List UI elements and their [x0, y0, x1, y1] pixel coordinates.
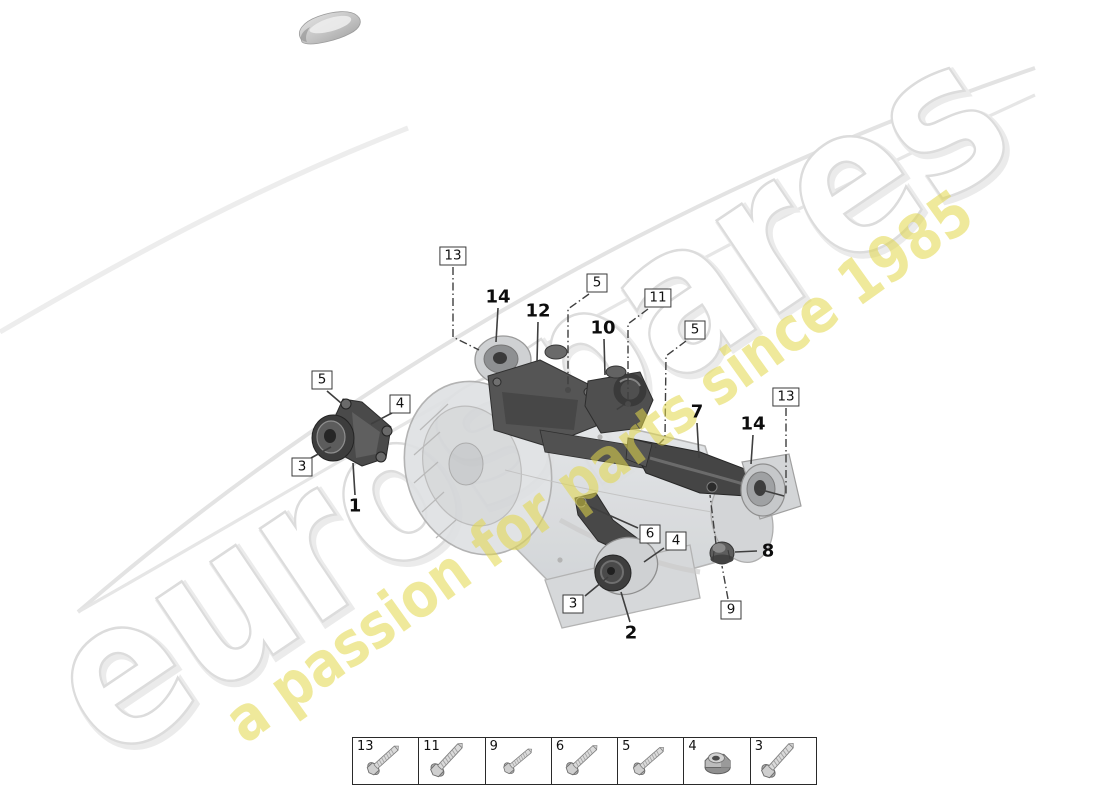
callout-box-3-left[interactable]: 3: [291, 457, 313, 477]
legend-cell-13[interactable]: 13: [353, 738, 420, 784]
legend-item-number: 9: [489, 739, 498, 754]
legend-cell-6[interactable]: 6: [552, 738, 619, 784]
callout-part-2[interactable]: 2: [624, 622, 638, 644]
nut-icon: [704, 752, 732, 775]
legend-item-number: 3: [754, 739, 763, 754]
bolt-icon: [363, 740, 404, 779]
legend-cell-11[interactable]: 11: [419, 738, 486, 784]
leader-lines: [310, 267, 787, 623]
legend-cell-9[interactable]: 9: [486, 738, 552, 784]
legend-item-number: 4: [688, 739, 697, 754]
bolt-long-icon: [757, 738, 800, 782]
dome-nut-part-8: [709, 541, 735, 565]
callout-part-8[interactable]: 8: [761, 540, 775, 562]
callout-part-14-left[interactable]: 14: [485, 286, 511, 308]
bolt-short-icon: [500, 744, 536, 777]
callout-box-5-right[interactable]: 5: [684, 320, 706, 340]
callout-box-4-bottom[interactable]: 4: [665, 531, 687, 551]
legend-item-number: 5: [622, 739, 631, 754]
bolt-icon: [562, 740, 603, 779]
callout-box-9[interactable]: 9: [720, 600, 742, 620]
bracket-part-12: [487, 344, 597, 447]
callout-box-4-left[interactable]: 4: [389, 394, 411, 414]
callout-part-7[interactable]: 7: [690, 401, 704, 423]
mount-part-14-right: [740, 453, 802, 520]
callout-box-13-top[interactable]: 13: [439, 246, 467, 266]
legend-cell-5[interactable]: 5: [618, 738, 685, 784]
legend-item-number: 6: [555, 739, 565, 754]
callout-part-12[interactable]: 12: [525, 300, 551, 322]
callout-box-11[interactable]: 11: [644, 288, 672, 308]
bolt-icon: [630, 742, 669, 779]
bracket-part-1: [311, 398, 393, 467]
mount-part-2: [574, 492, 659, 596]
callout-part-14-right[interactable]: 14: [740, 413, 766, 435]
legend-item-number: 11: [423, 739, 440, 754]
callout-box-5-left[interactable]: 5: [311, 370, 333, 390]
legend-cell-3[interactable]: 3: [751, 738, 816, 784]
legend-item-number: 13: [357, 739, 374, 754]
fastener-legend: 13 11 9 6 5 4 3: [352, 737, 817, 785]
legend-cell-4[interactable]: 4: [684, 738, 751, 784]
vehicle-icon: [299, 11, 361, 45]
callout-part-1[interactable]: 1: [348, 495, 362, 517]
callout-box-5-mid[interactable]: 5: [586, 273, 608, 293]
callout-box-6[interactable]: 6: [639, 524, 661, 544]
bolt-long-icon: [427, 738, 469, 781]
callout-part-10[interactable]: 10: [590, 317, 616, 339]
callout-box-3-bottom[interactable]: 3: [562, 594, 584, 614]
callout-box-13-right[interactable]: 13: [772, 387, 800, 407]
